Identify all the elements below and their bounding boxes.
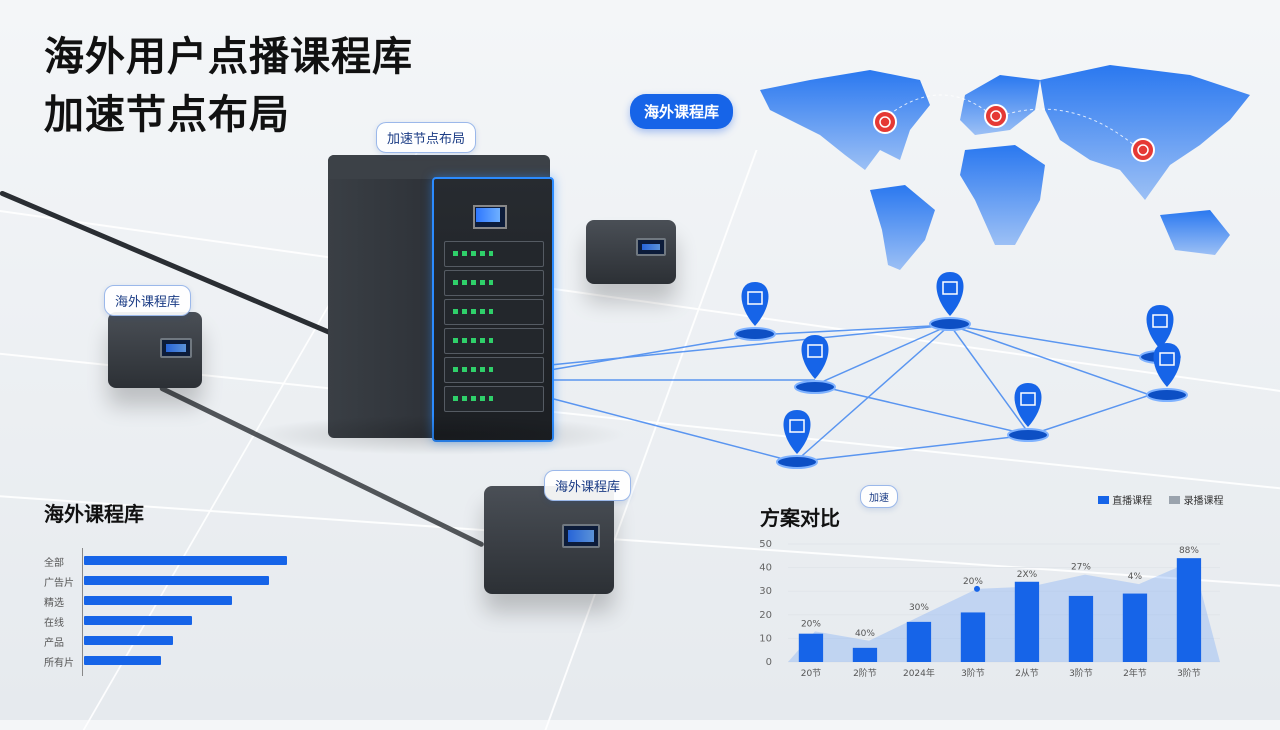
y-tick-label: 40 [759, 563, 772, 574]
x-tick-label: 3阶节 [961, 667, 985, 679]
rack-unit [444, 299, 544, 325]
bar-label: 全部 [44, 558, 64, 569]
x-tick-label: 2024年 [903, 667, 935, 679]
asia-shape [1040, 65, 1250, 200]
tower-tag[interactable]: 加速节点布局 [376, 122, 477, 153]
legend-label-1: 直播课程 [1112, 496, 1153, 507]
server-unit-left[interactable] [108, 312, 202, 388]
north-america-shape [760, 70, 930, 170]
legend-label-2: 录播课程 [1183, 496, 1224, 507]
left-bar-chart: 全部广告片精选在线产品所有片 [44, 548, 364, 678]
y-tick-label: 50 [759, 539, 772, 550]
legend-swatch-1 [1098, 496, 1109, 504]
bar-5 [1068, 595, 1094, 662]
bar-6 [1122, 593, 1148, 662]
bar-5 [84, 656, 162, 665]
chart-title: 方案对比 [760, 506, 840, 530]
data-label: 30% [909, 603, 929, 613]
left-panel-title: 海外课程库 [44, 502, 144, 526]
network-diagram [549, 324, 1166, 463]
rack-unit [444, 270, 544, 296]
page-title: 海外用户点播课程库 加速节点布局 [44, 28, 413, 144]
data-label: 20% [963, 577, 983, 587]
server-unit-back[interactable] [586, 220, 676, 284]
data-label: 27% [1071, 563, 1091, 573]
bar-1 [852, 647, 878, 662]
south-america-shape [870, 185, 935, 270]
x-tick-label: 3阶节 [1177, 667, 1201, 679]
bar-label: 在线 [44, 618, 64, 629]
x-tick-label: 2阶节 [853, 667, 877, 679]
bar-label: 精选 [44, 598, 64, 609]
rack-unit [444, 386, 544, 412]
bar-label: 广告片 [44, 578, 74, 589]
data-label: 2X% [1017, 570, 1038, 580]
y-tick-label: 0 [766, 657, 772, 668]
server-rack[interactable] [248, 155, 628, 455]
x-tick-label: 2从节 [1015, 668, 1039, 679]
x-tick-label: 3阶节 [1069, 667, 1093, 679]
server-unit-bottom[interactable] [484, 486, 614, 594]
bar-3 [84, 616, 192, 625]
chart-legend: 直播课程 录播课程 [1098, 492, 1224, 507]
bar-4 [1014, 581, 1040, 662]
bottom-unit-tag[interactable]: 海外课程库 [544, 470, 632, 501]
data-label: 88% [1179, 546, 1199, 556]
bar-axis [82, 548, 83, 676]
bar-0 [84, 556, 287, 565]
x-tick-label: 2年节 [1123, 667, 1147, 679]
y-tick-label: 10 [759, 633, 772, 644]
data-label: 4% [1128, 572, 1143, 582]
series-point [974, 585, 980, 592]
bar-1 [84, 576, 269, 585]
rack-unit [444, 241, 544, 267]
rack-unit [444, 357, 544, 383]
map-marker-asia [1131, 138, 1155, 162]
bar-2 [84, 596, 233, 605]
map-tag[interactable]: 海外课程库 [630, 94, 734, 129]
left-unit-tag[interactable]: 海外课程库 [104, 285, 192, 316]
bar-7 [1176, 558, 1202, 662]
rack-unit [444, 328, 544, 354]
bar-chart: 0 10 20 30 40 50 20% 20节 40% 2阶节 30% 2024年 20% 3阶节 2X%… [759, 539, 1220, 679]
bar-4 [84, 636, 174, 645]
legend-swatch-2 [1169, 496, 1181, 504]
australia-shape [1160, 210, 1230, 255]
data-label: 20% [801, 619, 821, 629]
title-line-2: 加速节点布局 [44, 92, 290, 138]
chart-tag: 加速 [860, 485, 898, 508]
x-tick-label: 20节 [801, 668, 821, 679]
map-marker-europe [984, 104, 1008, 128]
title-line-1: 海外用户点播课程库 [44, 34, 413, 80]
bar-label: 产品 [44, 638, 64, 649]
world-map [760, 65, 1250, 270]
bar-2 [906, 621, 932, 662]
series-area [788, 560, 1220, 662]
bar-label: 所有片 [44, 658, 74, 669]
y-tick-label: 20 [759, 610, 772, 621]
africa-shape [960, 145, 1045, 245]
bar-3 [960, 612, 986, 662]
data-label: 40% [855, 629, 875, 639]
map-marker-north-america [873, 110, 897, 134]
bar-0 [798, 633, 824, 662]
y-tick-label: 30 [759, 586, 772, 597]
